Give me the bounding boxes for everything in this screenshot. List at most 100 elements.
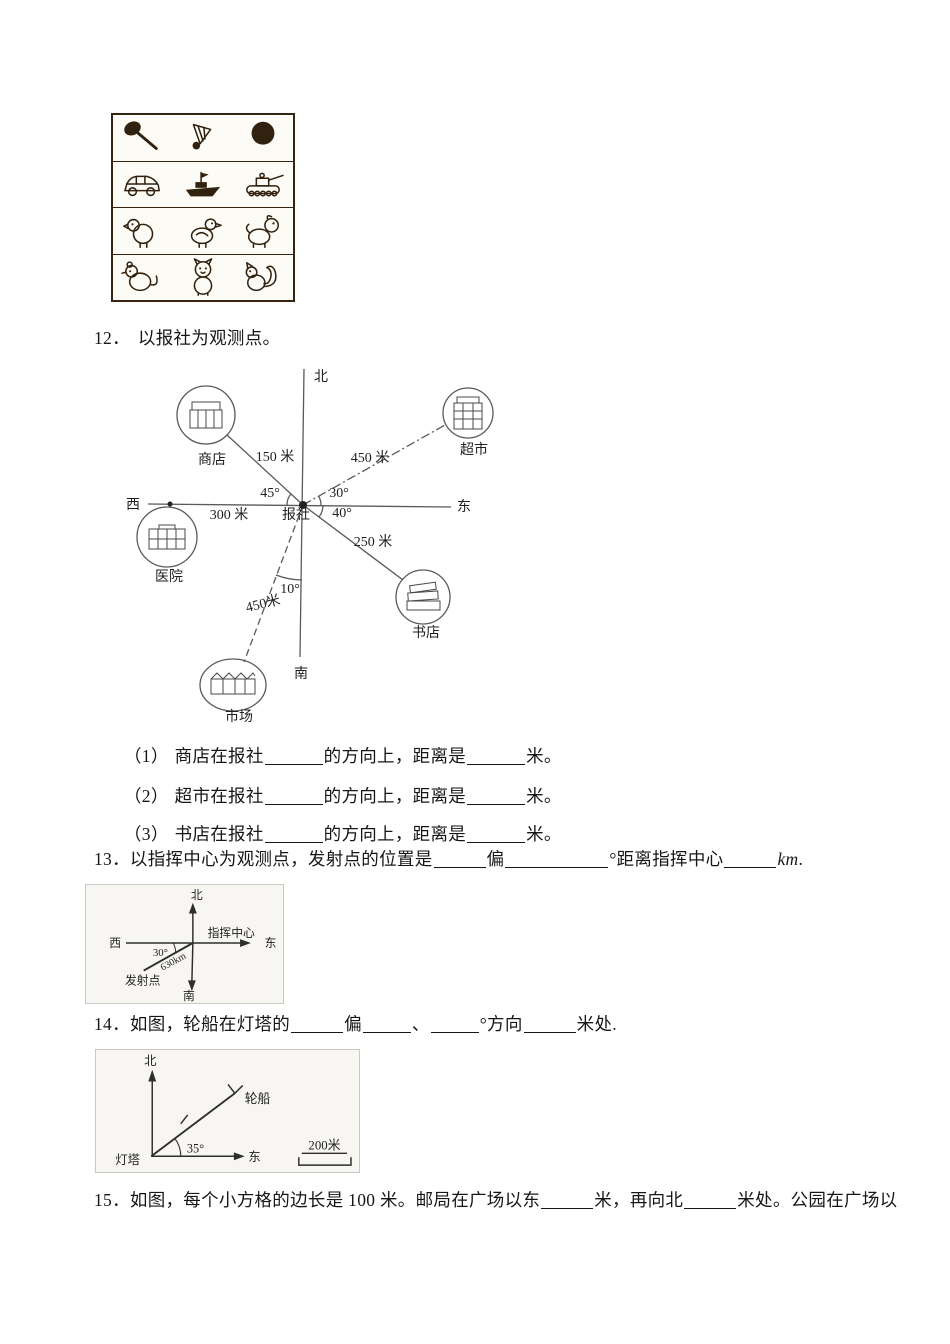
- question-15-prompt: 15．如图，每个小方格的边长是 100 米。邮局在广场以东米，再向北米处。公园在…: [94, 1189, 897, 1211]
- squirrel-icon: [245, 262, 277, 292]
- hospital-distance: 300 米: [210, 507, 249, 523]
- angle-arc-35: [174, 1138, 182, 1157]
- q12-item-3: （3）书店在报社的方向上，距离是米。: [124, 823, 562, 845]
- question-14-prompt: 14．如图，轮船在灯塔的偏、°方向米处.: [94, 1013, 617, 1035]
- center-label: 报社: [282, 507, 310, 523]
- question-15-text: 如图，每个小方格的边长是 100 米。邮局在广场以东: [129, 1190, 541, 1210]
- hospital-label: 医院: [155, 569, 183, 585]
- angle-arc-10: [275, 574, 303, 581]
- mouse-icon: [121, 261, 158, 292]
- ship-label: 轮船: [245, 1092, 271, 1106]
- item-text: 的方向上，距离是: [323, 786, 467, 806]
- item-number: （1）: [124, 746, 169, 766]
- item-number: （2）: [124, 786, 169, 806]
- angle-label: 30°: [153, 947, 168, 959]
- question-12-number: 12．: [94, 328, 130, 348]
- blank-direction: [264, 825, 323, 843]
- blank-distance: [467, 787, 526, 805]
- north-label: 北: [314, 369, 328, 385]
- launch-point-label: 发射点: [125, 973, 161, 987]
- shop-line: [226, 434, 304, 506]
- question-13-number: 13．: [94, 849, 130, 869]
- blank-direction: [264, 747, 323, 765]
- ball-icon: [251, 121, 275, 145]
- chick-icon: [123, 218, 154, 248]
- question-14-text: 如图，轮船在灯塔的: [129, 1014, 291, 1034]
- supermarket-angle: 30°: [329, 486, 349, 501]
- blank-distance: [467, 747, 526, 765]
- shuttlecock-icon: [192, 123, 212, 150]
- shop-building-icon: [189, 401, 223, 429]
- angle-arc-40: [318, 504, 324, 518]
- picture-grid-row-3: [113, 207, 293, 254]
- car-icon: [124, 175, 160, 197]
- q12-item-2: （2）超市在报社 的方向上，距离是 米。: [124, 785, 562, 807]
- market-building-icon: [210, 672, 256, 695]
- east-arrowhead: [233, 1152, 245, 1161]
- hospital-building-icon: [148, 524, 186, 550]
- shop-angle: 45°: [260, 486, 280, 501]
- scale-label: 200米: [308, 1138, 340, 1152]
- west-label: 西: [126, 498, 140, 513]
- blank-angle: [430, 1015, 479, 1033]
- east-label: 东: [265, 936, 277, 950]
- blank-distance: [724, 850, 777, 868]
- question-14-number: 14．: [94, 1014, 130, 1034]
- south-arrowhead: [187, 980, 196, 992]
- picture-grid-row-2: [113, 160, 293, 208]
- item-text: 超市在报社: [174, 786, 264, 806]
- tank-icon: [246, 172, 284, 197]
- bookstore-distance: 250 米: [354, 534, 393, 550]
- duckling-icon: [190, 218, 222, 248]
- north-label: 北: [191, 888, 203, 902]
- q12-item-1: （1）商店在报社的方向上，距离是米。: [124, 745, 562, 767]
- blank-east-distance: [541, 1191, 594, 1209]
- south-axis: [191, 942, 194, 983]
- blank-distance: [523, 1015, 576, 1033]
- blank-distance: [467, 825, 526, 843]
- market-label: 市场: [225, 708, 253, 725]
- question-13-text: 偏: [486, 849, 505, 869]
- q12-direction-map: 北 南 西 东 报社 商店 150 米 45° 超市 450 米 30° 医院 …: [126, 368, 494, 725]
- item-text: 米。: [526, 824, 562, 844]
- blank-offset: [362, 1015, 411, 1033]
- bookstore-label: 书店: [412, 625, 440, 641]
- supermarket-line: [302, 424, 446, 506]
- observation-point-dot: [299, 501, 307, 509]
- item-text: 的方向上，距离是: [323, 824, 467, 844]
- line-tick: [180, 1114, 189, 1125]
- north-label: 北: [144, 1054, 156, 1068]
- supermarket-label: 超市: [460, 441, 488, 458]
- bookstore-circle: [395, 569, 451, 625]
- angle-arc-30: [318, 495, 322, 506]
- puppy-icon: [245, 214, 279, 248]
- south-label: 南: [183, 989, 195, 1003]
- question-13-text: .: [798, 849, 804, 869]
- item-text: 商店在报社: [174, 746, 264, 766]
- angle-arc-45: [286, 493, 292, 506]
- west-label: 西: [109, 936, 121, 950]
- hospital-circle: [136, 506, 198, 568]
- north-south-axis: [299, 368, 305, 658]
- item-number: （3）: [124, 824, 169, 844]
- market-angle: 10°: [280, 582, 300, 597]
- blank-direction: [264, 787, 323, 805]
- scale-bracket: [298, 1157, 352, 1166]
- question-14-text: °方向: [479, 1014, 523, 1034]
- angle-arc-30: [172, 942, 177, 953]
- kitten-icon: [193, 258, 213, 297]
- blank-direction: [433, 850, 486, 868]
- unit-km: km: [777, 849, 799, 869]
- north-arrowhead: [188, 902, 197, 914]
- market-circle: [199, 658, 267, 712]
- question-12-prompt: 12．以报社为观测点。: [94, 327, 280, 349]
- question-13-text: 以指挥中心为观测点，发射点的位置是: [129, 849, 433, 869]
- blank-direction: [291, 1015, 344, 1033]
- picture-grid-row-1: [113, 115, 293, 161]
- south-label: 南: [294, 666, 308, 682]
- question-15-text: 米处。公园在广场以: [737, 1190, 898, 1210]
- bookstore-line: [302, 504, 404, 581]
- question-14-text: 偏: [344, 1014, 362, 1034]
- item-text: 米。: [526, 786, 562, 806]
